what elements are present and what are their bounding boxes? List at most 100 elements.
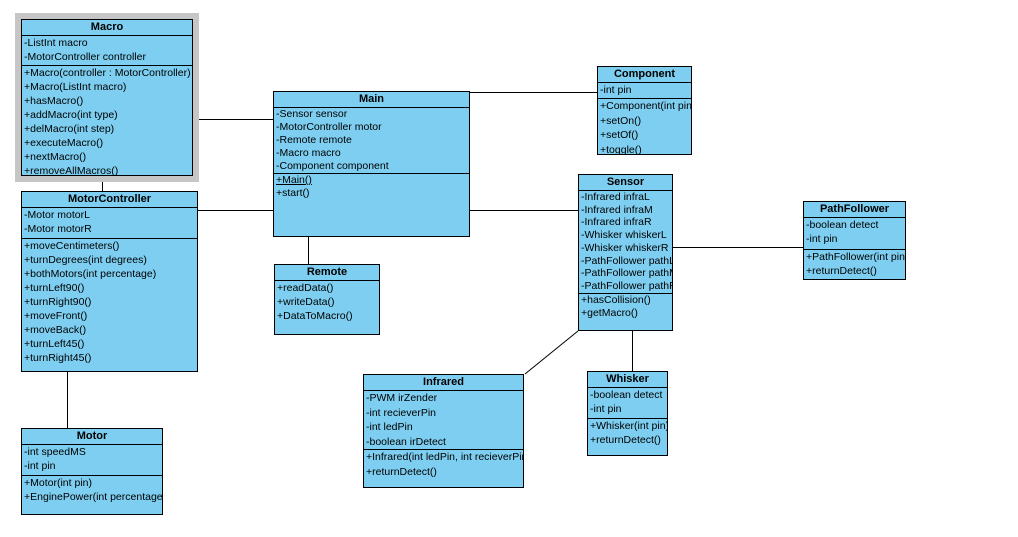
class-member: +setOn(): [600, 114, 642, 127]
class-member: +turnLeft90(): [24, 282, 85, 294]
class-member: +moveCentimeters(): [24, 240, 120, 252]
class-member: -Infrared infraR: [581, 216, 652, 229]
class-methods: +Infrared(int ledPin, int recieverPin) +r…: [364, 450, 523, 487]
class-title: Infrared: [364, 375, 523, 391]
class-member: +turnRight90(): [24, 296, 92, 308]
class-member: -int pin: [24, 460, 56, 472]
class-attributes: -Sensor sensor-MotorController motor-Rem…: [274, 108, 469, 174]
class-member: -PWM irZender: [366, 392, 438, 404]
class-member: -Remote remote: [276, 134, 352, 146]
class-box-motorcontroller[interactable]: MotorController -Motor motorL-Motor moto…: [21, 191, 198, 372]
class-attributes: -boolean detect-int pin: [588, 388, 667, 419]
class-member: -int pin: [590, 403, 622, 415]
class-member: +addMacro(int type): [24, 109, 118, 121]
class-member: -PathFollower pathR: [581, 279, 672, 292]
class-methods: +moveCentimeters() +turnDegrees(int degre…: [22, 239, 197, 371]
class-box-macro[interactable]: Macro -ListInt macro -MotorController con…: [21, 19, 193, 176]
class-member: -Component component: [276, 160, 389, 172]
class-member: -PathFollower pathL: [581, 254, 672, 267]
class-member: +moveFront(): [24, 310, 88, 322]
class-box-pathfollower[interactable]: PathFollower -boolean detect-int pin +Pa…: [803, 201, 906, 280]
class-member: -int recieverPin: [366, 406, 437, 419]
class-member: -Macro macro: [276, 147, 341, 159]
class-member: -Infrared infraL: [581, 191, 650, 203]
class-member: +start(): [276, 187, 310, 199]
class-attributes: -PWM irZender -int recieverPin -int ledPin…: [364, 391, 523, 450]
class-methods: +Motor(int pin) +EnginePower(int percenta…: [22, 476, 162, 514]
class-member: +moveBack(): [24, 324, 87, 336]
class-attributes: -Infrared infraL-Infrared infraM-Infrare…: [579, 191, 672, 294]
class-member: -Whisker whiskerR: [581, 241, 669, 254]
class-member: -int ledPin: [366, 421, 413, 433]
class-methods: +Component(int pin) +setOn() +setOf() +togg…: [598, 99, 691, 154]
class-methods: +hasCollision()+getMacro(): [579, 294, 672, 330]
class-member: +writeData(): [277, 296, 335, 308]
class-member: +delMacro(int step): [24, 123, 115, 135]
class-member: +setOf(): [600, 129, 639, 141]
class-member: +EnginePower(int percentage): [24, 491, 162, 503]
class-box-motor[interactable]: Motor -int speedMS -int pin +Motor(int pi…: [21, 428, 163, 515]
class-attributes: -Motor motorL-Motor motorR: [22, 208, 197, 239]
class-member: +toggle(): [600, 143, 642, 155]
class-member: +Macro(controller : MotorController): [24, 67, 191, 79]
class-member: -boolean irDetect: [366, 435, 446, 448]
class-box-main[interactable]: Main -Sensor sensor-MotorController moto…: [273, 91, 470, 237]
class-box-infrared[interactable]: Infrared -PWM irZender -int recieverPin -i…: [363, 374, 524, 488]
class-member: +DataToMacro(): [277, 310, 353, 322]
class-methods: +Main()+start(): [274, 174, 469, 236]
class-member: +Macro(ListInt macro): [24, 81, 127, 93]
class-methods: +readData() +writeData() +DataToMacro(): [275, 281, 379, 334]
class-box-whisker[interactable]: Whisker -boolean detect-int pin +Whisker…: [587, 371, 668, 456]
class-member: -int pin: [600, 84, 632, 96]
class-title: Sensor: [579, 175, 672, 191]
class-member: +executeMacro(): [24, 137, 104, 149]
class-box-remote[interactable]: Remote +readData()+writeData()+DataToMac…: [274, 264, 380, 335]
class-attributes: -ListInt macro -MotorController controlle…: [22, 36, 192, 66]
class-member: -Motor motorR: [24, 223, 92, 235]
class-attributes: -int speedMS -int pin: [22, 445, 162, 476]
class-member: -PathFollower pathM: [581, 267, 672, 280]
class-member: -ListInt macro: [24, 37, 88, 49]
class-member: +returnDetect(): [590, 434, 661, 446]
class-attributes: -int pin: [598, 83, 691, 99]
class-member: +bothMotors(int percentage): [24, 268, 157, 280]
class-member: +returnDetect(): [806, 265, 877, 277]
class-member: +readData(): [277, 282, 334, 294]
class-member: -int pin: [806, 233, 838, 245]
class-member: +Component(int pin): [600, 100, 691, 112]
class-box-sensor[interactable]: Sensor -Infrared infraL-Infrared infraM-…: [578, 174, 673, 331]
class-member: +nextMacro(): [24, 151, 87, 163]
class-title: PathFollower: [804, 202, 905, 218]
class-title: Motor: [22, 429, 162, 445]
class-member: -MotorController controller: [24, 51, 146, 63]
class-member: +turnDegrees(int degrees): [24, 254, 147, 266]
class-attributes: -boolean detect-int pin: [804, 218, 905, 250]
class-methods: +Macro(controller : MotorController) +Mac…: [22, 66, 192, 175]
class-title: Whisker: [588, 372, 667, 388]
class-member: +getMacro(): [581, 306, 638, 319]
class-box-component[interactable]: Component -int pin +Component(int pin) +s…: [597, 66, 692, 155]
class-member: +removeAllMacros(): [24, 165, 119, 175]
class-member: -MotorController motor: [276, 121, 382, 133]
class-member: -Whisker whiskerL: [581, 229, 667, 242]
class-member: +hasCollision(): [581, 294, 651, 306]
class-member: +hasMacro(): [24, 95, 84, 107]
class-title: Component: [598, 67, 691, 83]
class-member: +returnDetect(): [366, 465, 437, 478]
class-title: MotorController: [22, 192, 197, 208]
connector-sensor-infrared[interactable]: [524, 330, 579, 375]
class-member: +turnLeft45(): [24, 338, 85, 350]
class-title: Main: [274, 92, 469, 108]
class-member: +Motor(int pin): [24, 477, 92, 489]
class-member: +Whisker(int pin): [590, 420, 667, 432]
class-methods: +PathFollower(int pin)+returnDetect(): [804, 250, 905, 279]
class-member: +Infrared(int ledPin, int recieverPin): [366, 451, 523, 463]
class-member: -Infrared infraM: [581, 203, 653, 216]
class-member: +turnRight45(): [24, 352, 92, 364]
class-title: Macro: [22, 20, 192, 36]
class-methods: +Whisker(int pin) +returnDetect(): [588, 419, 667, 455]
class-member: -int speedMS: [24, 446, 86, 458]
class-member: -Sensor sensor: [276, 108, 348, 120]
